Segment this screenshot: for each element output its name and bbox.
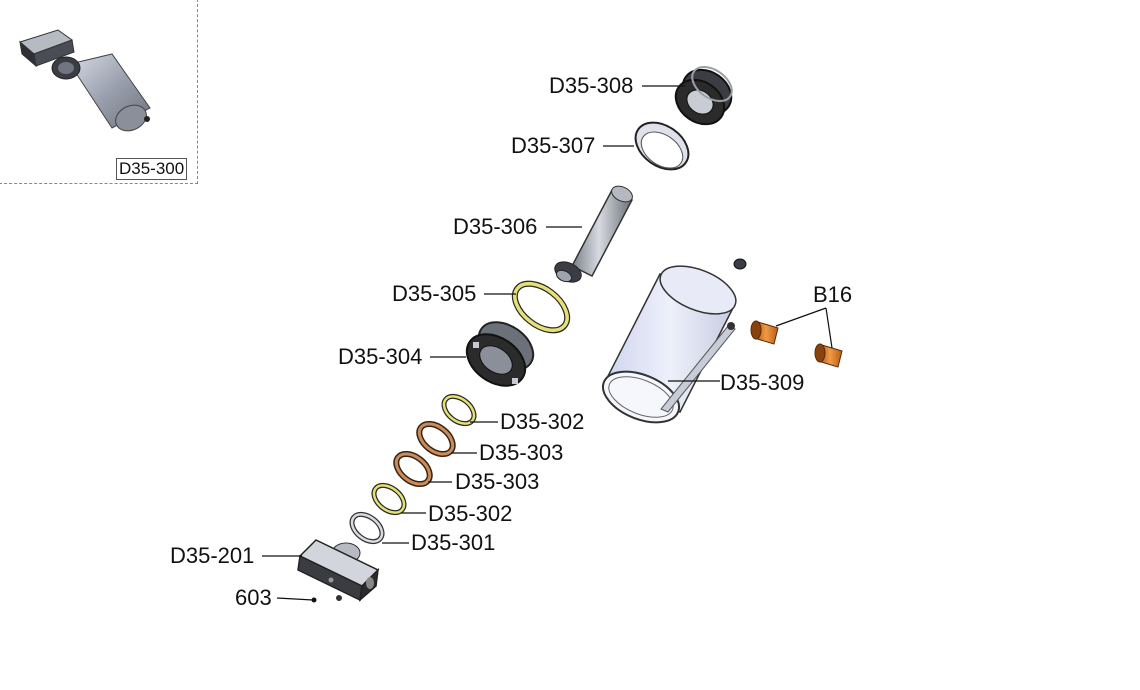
part-d35-309 (602, 258, 747, 424)
part-d35-303-lower (393, 450, 433, 488)
assembly-thumbnail-frame (0, 0, 198, 184)
thumbnail-cylinder (69, 53, 151, 132)
bushing-2 (814, 343, 843, 368)
assembly-thumbnail (18, 29, 151, 132)
callout-d35-303-lower: D35-303 (455, 469, 540, 494)
leader-603 (276, 597, 314, 601)
assembly-part-number-label: D35-300 (116, 158, 188, 180)
thumbnail-head-block (18, 29, 81, 80)
part-d35-307 (634, 121, 690, 171)
bushing-1 (750, 320, 779, 345)
leader-b16-b (825, 307, 833, 349)
callout-d35-201: D35-201 (170, 543, 255, 568)
callout-d35-303-upper: D35-303 (479, 440, 564, 465)
callout-603: 603 (235, 585, 272, 610)
callout-d35-302-upper: D35-302 (500, 409, 585, 434)
callout-d35-309: D35-309 (720, 370, 805, 395)
callout-d35-305: D35-305 (392, 281, 477, 306)
callout-d35-301: D35-301 (411, 530, 496, 555)
part-d35-308 (674, 65, 733, 126)
callout-d35-302-lower: D35-302 (428, 501, 513, 526)
callout-d35-306: D35-306 (453, 214, 538, 239)
part-d35-301 (349, 511, 385, 545)
part-d35-302-upper (441, 393, 477, 427)
callout-d35-307: D35-307 (511, 133, 596, 158)
leader-b16-a (775, 307, 827, 327)
leader-lines (262, 85, 833, 601)
part-d35-306 (554, 185, 634, 283)
part-b16 (750, 320, 843, 368)
part-d35-303-upper (416, 420, 456, 458)
callout-d35-304: D35-304 (338, 344, 423, 369)
callout-d35-308: D35-308 (549, 73, 634, 98)
part-d35-201 (297, 539, 380, 602)
part-d35-304 (465, 321, 535, 387)
part-603 (311, 595, 342, 603)
callout-b16: B16 (813, 282, 853, 307)
part-d35-305 (511, 280, 571, 334)
part-d35-302-lower (371, 482, 407, 516)
